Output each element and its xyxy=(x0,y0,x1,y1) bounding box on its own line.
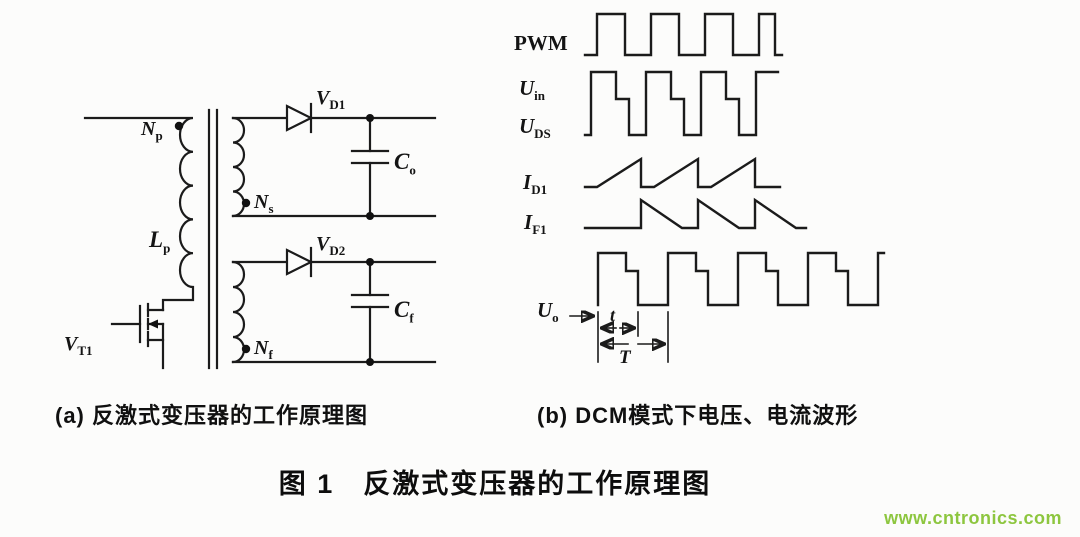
label-pwm-base: PWM xyxy=(514,31,568,55)
diode-vd2 xyxy=(285,248,314,276)
label-id1-base: I xyxy=(523,170,532,194)
label-uo-base: U xyxy=(537,298,553,322)
label-lp: Lp xyxy=(149,228,170,255)
label-co-sub: o xyxy=(409,162,416,178)
output-stage-bottom xyxy=(231,246,437,366)
label-vd2-sub: D2 xyxy=(329,243,346,258)
label-uds-base: U xyxy=(519,114,535,138)
waveform-id1 xyxy=(583,156,782,189)
label-pwm: PWM xyxy=(514,33,568,54)
label-cf-base: C xyxy=(394,297,410,322)
figure-caption: 图 1 反激式变压器的工作原理图 xyxy=(278,469,712,499)
label-t-base: t xyxy=(610,305,616,325)
primary-winding-np xyxy=(83,116,195,312)
capacitor-cf xyxy=(350,260,390,364)
mosfet-vt1 xyxy=(110,302,165,370)
polarity-dot-np xyxy=(174,121,184,131)
label-vd1-base: V xyxy=(316,87,330,109)
label-co: Co xyxy=(394,150,416,177)
label-nf-sub: f xyxy=(268,347,273,362)
caption-a: (a) 反激式变压器的工作原理图 xyxy=(55,403,369,428)
label-uin: Uin xyxy=(519,76,546,104)
label-vt1-sub: T1 xyxy=(77,343,93,358)
label-np-sub: p xyxy=(155,128,163,143)
capacitor-co xyxy=(350,116,390,218)
watermark-text: www.cntronics.com xyxy=(884,508,1062,528)
label-lp-sub: p xyxy=(163,240,171,256)
label-uin-base: U xyxy=(519,76,535,100)
secondary-winding-nf xyxy=(231,260,251,364)
label-uds: UDS xyxy=(519,114,551,142)
label-lp-base: L xyxy=(149,227,164,252)
label-T-base: T xyxy=(619,347,631,368)
label-vt1-base: V xyxy=(64,333,78,355)
label-cf: Cf xyxy=(394,298,414,325)
label-if1: IF1 xyxy=(524,210,547,238)
caption-b: (b) DCM模式下电压、电流波形 xyxy=(537,403,859,428)
label-nf-base: N xyxy=(254,337,269,359)
label-if1-sub: F1 xyxy=(532,222,547,238)
label-ns-sub: s xyxy=(268,201,274,216)
mosfet-body-arrow xyxy=(148,319,158,329)
label-np-base: N xyxy=(141,118,156,140)
label-id1-sub: D1 xyxy=(531,182,548,198)
waveform-pwm xyxy=(583,12,784,57)
diode-vd1 xyxy=(285,104,314,132)
label-ns: Ns xyxy=(254,192,274,215)
label-uo-sub: o xyxy=(552,310,559,326)
label-ns-base: N xyxy=(254,191,269,213)
waveform-if1 xyxy=(583,197,808,230)
polarity-dot-ns xyxy=(241,198,251,208)
label-vt1: VT1 xyxy=(64,334,93,357)
label-uin-sub: in xyxy=(534,88,546,104)
label-T-marker: T xyxy=(619,348,631,367)
output-stage-top xyxy=(231,102,437,220)
polarity-dot-nf xyxy=(241,344,251,354)
label-vd1: VD1 xyxy=(316,88,345,111)
waveform-uds xyxy=(583,70,780,137)
label-uds-sub: DS xyxy=(534,126,551,142)
secondary-winding-ns xyxy=(231,116,251,218)
label-co-base: C xyxy=(394,149,410,174)
label-uo: Uo xyxy=(537,298,559,326)
timing-markers xyxy=(597,311,669,363)
waveform-uo xyxy=(569,251,886,316)
label-nf: Nf xyxy=(254,338,273,361)
label-id1: ID1 xyxy=(523,170,548,198)
label-cf-sub: f xyxy=(409,310,414,326)
label-np: Np xyxy=(141,119,163,142)
label-vd2-base: V xyxy=(316,233,330,255)
label-vd1-sub: D1 xyxy=(329,97,346,112)
transformer-core xyxy=(207,108,219,370)
label-t-marker: t xyxy=(610,306,615,324)
label-if1-base: I xyxy=(524,210,533,234)
label-vd2: VD2 xyxy=(316,234,345,257)
